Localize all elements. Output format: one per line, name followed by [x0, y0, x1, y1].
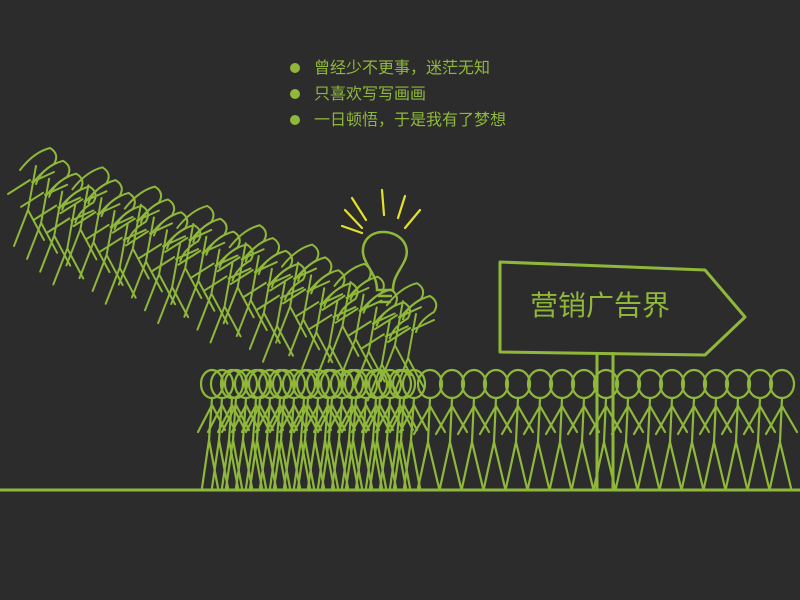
crowd-row-illustration [196, 368, 799, 490]
crowd-figure [654, 368, 689, 490]
bullet-item-3: 一日顿悟，于是我有了梦想 [290, 107, 506, 133]
walking-figure [138, 211, 189, 312]
crowd-figure [374, 368, 405, 490]
lightbulb-icon [340, 188, 422, 304]
crowd-figure [456, 368, 491, 490]
crowd-figure [742, 368, 777, 490]
crowd-figure [360, 368, 391, 490]
crowd-figure [588, 368, 623, 490]
crowd-figure [302, 368, 333, 490]
crowd-figure [522, 368, 557, 490]
arrow-sign-icon [498, 260, 747, 490]
walking-figure [85, 191, 136, 292]
walking-figure [242, 249, 294, 350]
bullet-text-2: 只喜欢写写画画 [314, 84, 427, 103]
crowd-figure [764, 368, 799, 490]
walking-figure [46, 185, 97, 286]
walking-figure [347, 288, 398, 389]
walking-figure [282, 256, 333, 357]
walking-figure [216, 224, 267, 325]
crowd-figure [240, 368, 271, 490]
crowd-figure [336, 368, 367, 490]
walking-figure [334, 275, 385, 376]
walking-figure [229, 237, 281, 338]
bullet-dot-icon [290, 63, 300, 73]
crowd-figure [268, 368, 299, 490]
walking-figure [387, 295, 438, 395]
walking-figure [7, 147, 58, 247]
walking-figure [59, 166, 110, 267]
crowd-figure [264, 368, 295, 490]
bullet-dot-icon [290, 89, 300, 99]
walking-figure [164, 204, 215, 305]
bullet-text-3: 一日顿悟，于是我有了梦想 [314, 110, 507, 129]
crowd-figure [278, 368, 309, 490]
crowd-figure [216, 368, 247, 490]
crowd-figure [478, 368, 513, 490]
walking-figure [124, 198, 176, 299]
walking-figure [33, 172, 84, 273]
crowd-figure [500, 368, 535, 490]
walking-figure [269, 243, 320, 344]
crowd-figure [632, 368, 667, 490]
crowd-figure [350, 368, 381, 490]
crowd-figure [720, 368, 755, 490]
walking-figure [255, 262, 307, 363]
crowd-figure [196, 368, 227, 490]
bullet-list: 曾经少不更事，迷茫无知 只喜欢写写画画 一日顿悟，于是我有了梦想 [290, 55, 506, 133]
crowd-figure [312, 368, 343, 490]
bullet-text-1: 曾经少不更事，迷茫无知 [314, 58, 491, 77]
crowd-figure [698, 368, 733, 490]
walking-figure [98, 204, 149, 305]
crowd-figure [398, 368, 429, 490]
walking-figure [151, 224, 202, 325]
walking-figure [373, 282, 425, 383]
crowd-figure [610, 368, 645, 490]
bullet-item-1: 曾经少不更事，迷茫无知 [290, 55, 506, 81]
crowd-figure [254, 368, 285, 490]
crowd-figure [244, 368, 275, 490]
walking-crowd-illustration [7, 147, 438, 402]
crowd-figure [292, 368, 323, 490]
crowd-figure [326, 368, 357, 490]
crowd-figure [230, 368, 261, 490]
crowd-figure [384, 368, 415, 490]
crowd-figure [364, 368, 395, 490]
crowd-figure [206, 368, 237, 490]
crowd-figure [388, 368, 419, 490]
crowd-figure [288, 368, 319, 490]
walking-figure [203, 243, 254, 344]
walking-figure [72, 179, 123, 280]
bullet-dot-icon [290, 115, 300, 125]
crowd-figure [340, 368, 371, 490]
walking-figure [308, 282, 359, 383]
bullet-item-2: 只喜欢写写画画 [290, 81, 506, 107]
crowd-figure [434, 368, 469, 490]
walking-figure [20, 159, 71, 260]
walking-figure [190, 230, 241, 331]
crowd-figure [316, 368, 347, 490]
walking-figure [111, 185, 163, 286]
sign-label: 营销广告界 [529, 289, 670, 322]
crowd-figure [220, 368, 251, 490]
crowd-figure [544, 368, 579, 490]
walking-figure [295, 269, 346, 370]
walking-figure [177, 217, 228, 318]
crowd-figure [676, 368, 711, 490]
crowd-figure [412, 368, 447, 490]
